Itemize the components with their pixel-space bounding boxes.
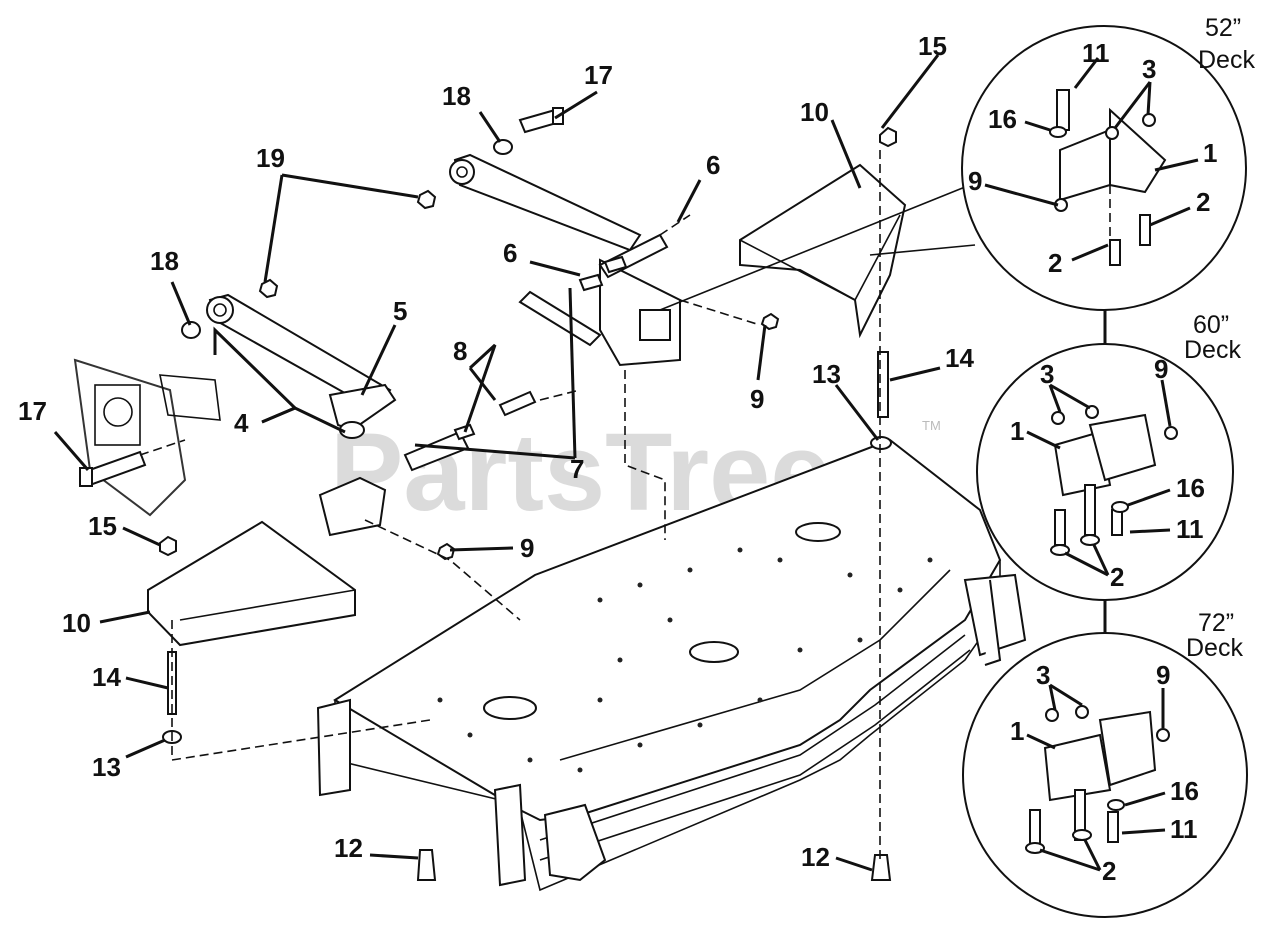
deck-word-label: Deck <box>1184 336 1241 364</box>
callout-15: 15 <box>88 511 117 541</box>
lift-arm-assembly <box>206 153 681 537</box>
callout-9: 9 <box>750 384 764 414</box>
callout-2: 2 <box>1048 248 1062 278</box>
callout-14: 14 <box>92 662 121 692</box>
callout-13: 13 <box>812 359 841 389</box>
callout-5: 5 <box>393 296 407 326</box>
deck-size-label: 72” <box>1198 609 1234 637</box>
callout-6: 6 <box>503 238 517 268</box>
callout-11: 11 <box>1176 514 1204 544</box>
callout-2: 2 <box>1102 856 1116 886</box>
callout-15: 15 <box>918 31 947 61</box>
callout-12: 12 <box>801 842 830 872</box>
callout-9: 9 <box>968 166 982 196</box>
callout-10: 10 <box>62 608 91 638</box>
detail-60-deck: 60” Deck 3 9 1 16 11 2 <box>976 311 1241 601</box>
callout-12: 12 <box>334 833 363 863</box>
deck-size-label: 60” <box>1193 311 1229 339</box>
detail-connector <box>659 184 971 311</box>
callout-3: 3 <box>1036 660 1050 690</box>
baffle-left <box>147 520 356 647</box>
callout-7: 7 <box>570 454 584 484</box>
callout-6: 6 <box>706 150 720 180</box>
callout-18: 18 <box>150 246 179 276</box>
leader-lines <box>53 54 941 872</box>
callout-11: 11 <box>1170 814 1198 844</box>
callout-17: 17 <box>584 60 613 90</box>
callout-13: 13 <box>92 752 121 782</box>
deck-word-label: Deck <box>1186 634 1243 662</box>
callout-16: 16 <box>1170 776 1199 806</box>
callout-1: 1 <box>1010 416 1024 446</box>
deck-holes <box>437 547 933 773</box>
callout-4: 4 <box>234 408 249 438</box>
detail-72-deck: 72” Deck 3 9 1 16 11 2 <box>962 609 1248 918</box>
trademark: TM <box>922 418 941 433</box>
callout-8: 8 <box>453 336 467 366</box>
callout-16: 16 <box>988 104 1017 134</box>
callout-16: 16 <box>1176 473 1205 503</box>
mower-deck <box>73 358 1027 892</box>
callout-3: 3 <box>1142 54 1156 84</box>
callout-14: 14 <box>945 343 974 373</box>
callout-9: 9 <box>1156 660 1170 690</box>
callout-18: 18 <box>442 81 471 111</box>
detail-52-deck: 52” Deck 11 3 16 1 9 2 2 <box>961 14 1255 311</box>
assembly-lines <box>139 150 881 860</box>
callouts: 17 18 19 18 5 17 4 6 6 8 7 9 9 10 15 15 … <box>18 31 974 872</box>
callout-9: 9 <box>1154 354 1168 384</box>
callout-2: 2 <box>1196 187 1210 217</box>
callout-10: 10 <box>800 97 829 127</box>
callout-17: 17 <box>18 396 47 426</box>
callout-1: 1 <box>1203 138 1217 168</box>
callout-11: 11 <box>1082 38 1110 68</box>
callout-3: 3 <box>1040 359 1054 389</box>
deck-size-label: 52” <box>1205 14 1241 42</box>
baffle-right <box>739 163 907 339</box>
callout-2: 2 <box>1110 562 1124 592</box>
callout-1: 1 <box>1010 716 1024 746</box>
deck-word-label: Deck <box>1198 46 1255 74</box>
callout-9: 9 <box>520 533 534 563</box>
callout-19: 19 <box>256 143 285 173</box>
